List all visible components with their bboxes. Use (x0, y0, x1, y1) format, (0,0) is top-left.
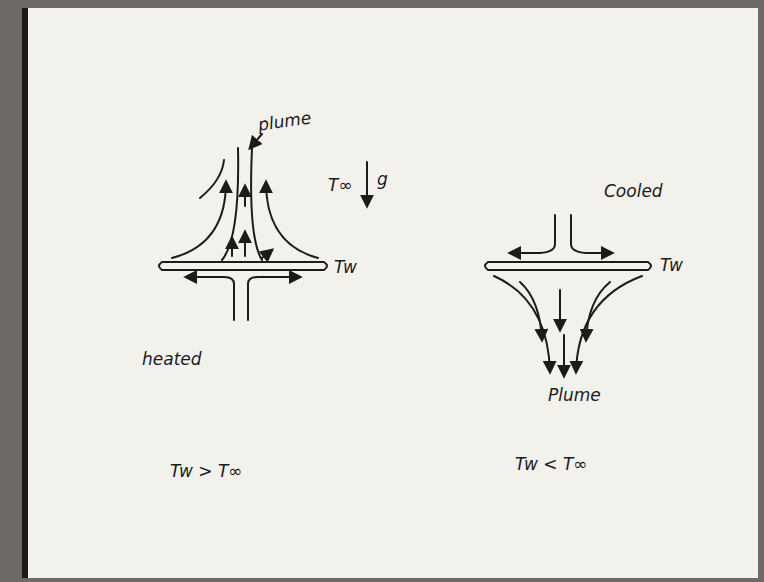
condition-heated: Tw > T∞ (170, 462, 243, 481)
cooled-label: Cooled (604, 182, 663, 201)
cooled-plate (485, 262, 651, 270)
gravity-arrow (366, 162, 368, 206)
ambient-temp: T∞ (328, 176, 353, 195)
wall-temp: Tw (660, 256, 683, 275)
paper-sheet (22, 8, 758, 578)
heated-plate (159, 262, 327, 270)
wall-temp: Tw (334, 258, 357, 277)
heated-label: heated (142, 350, 202, 369)
plume-label: Plume (548, 386, 601, 405)
gravity-label: g (377, 170, 388, 189)
condition-cooled: Tw < T∞ (515, 455, 588, 474)
